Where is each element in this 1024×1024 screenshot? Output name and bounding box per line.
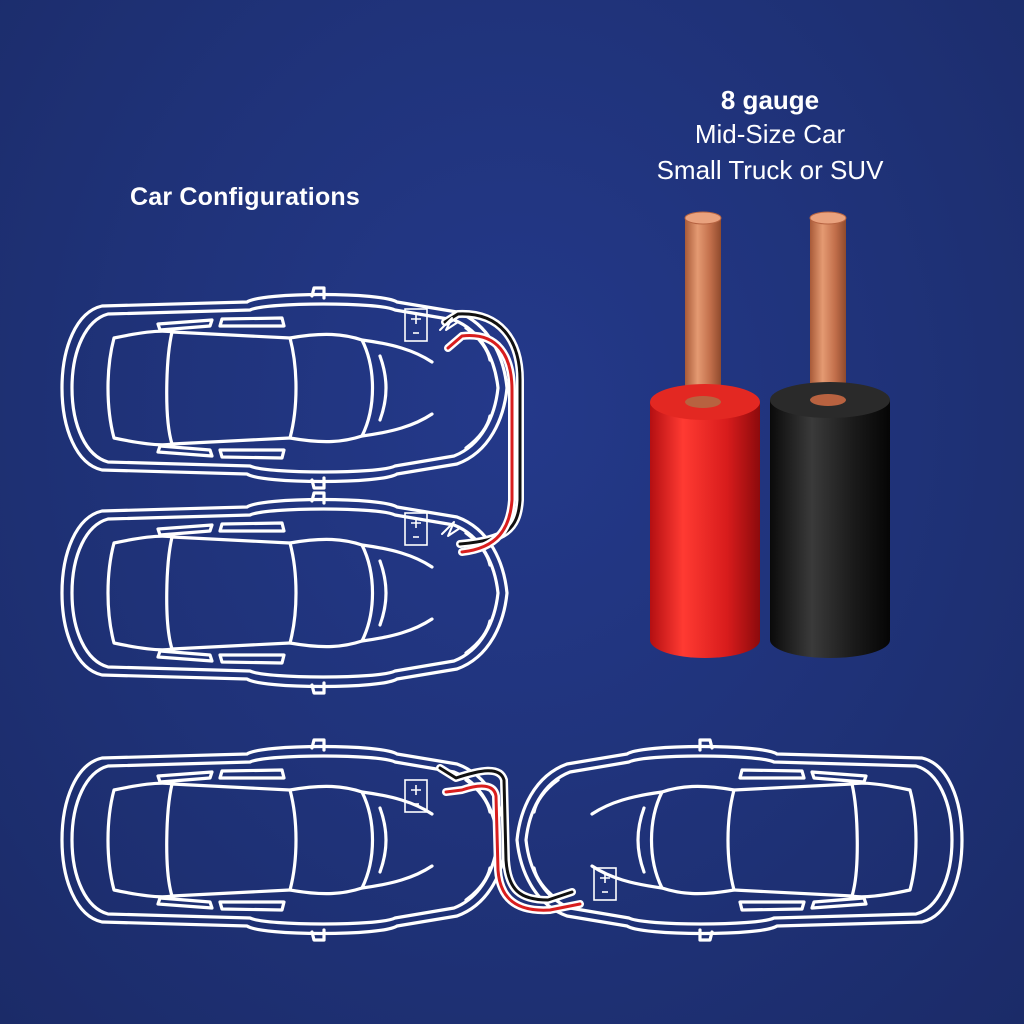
car-outline-icon <box>60 491 509 695</box>
gauge-size: 8 gauge <box>720 85 820 115</box>
black-insulation <box>770 400 890 658</box>
car-outline-icon <box>515 738 964 942</box>
page-title: Car Configurations <box>130 183 360 211</box>
wire-pair <box>650 211 890 658</box>
car-outline-icon <box>60 286 509 490</box>
copper-conductor-icon <box>810 218 846 404</box>
jumper-cable-bottom <box>436 764 584 915</box>
gauge-line-1: Mid-Size Car <box>694 119 846 149</box>
jumper-cable-top <box>439 309 524 556</box>
copper-conductor-icon <box>685 218 721 408</box>
gauge-line-2: Small Truck or SUV <box>656 155 884 185</box>
gauge-label: 8 gauge Mid-Size Car Small Truck or SUV <box>600 84 940 188</box>
red-insulation <box>650 402 760 658</box>
